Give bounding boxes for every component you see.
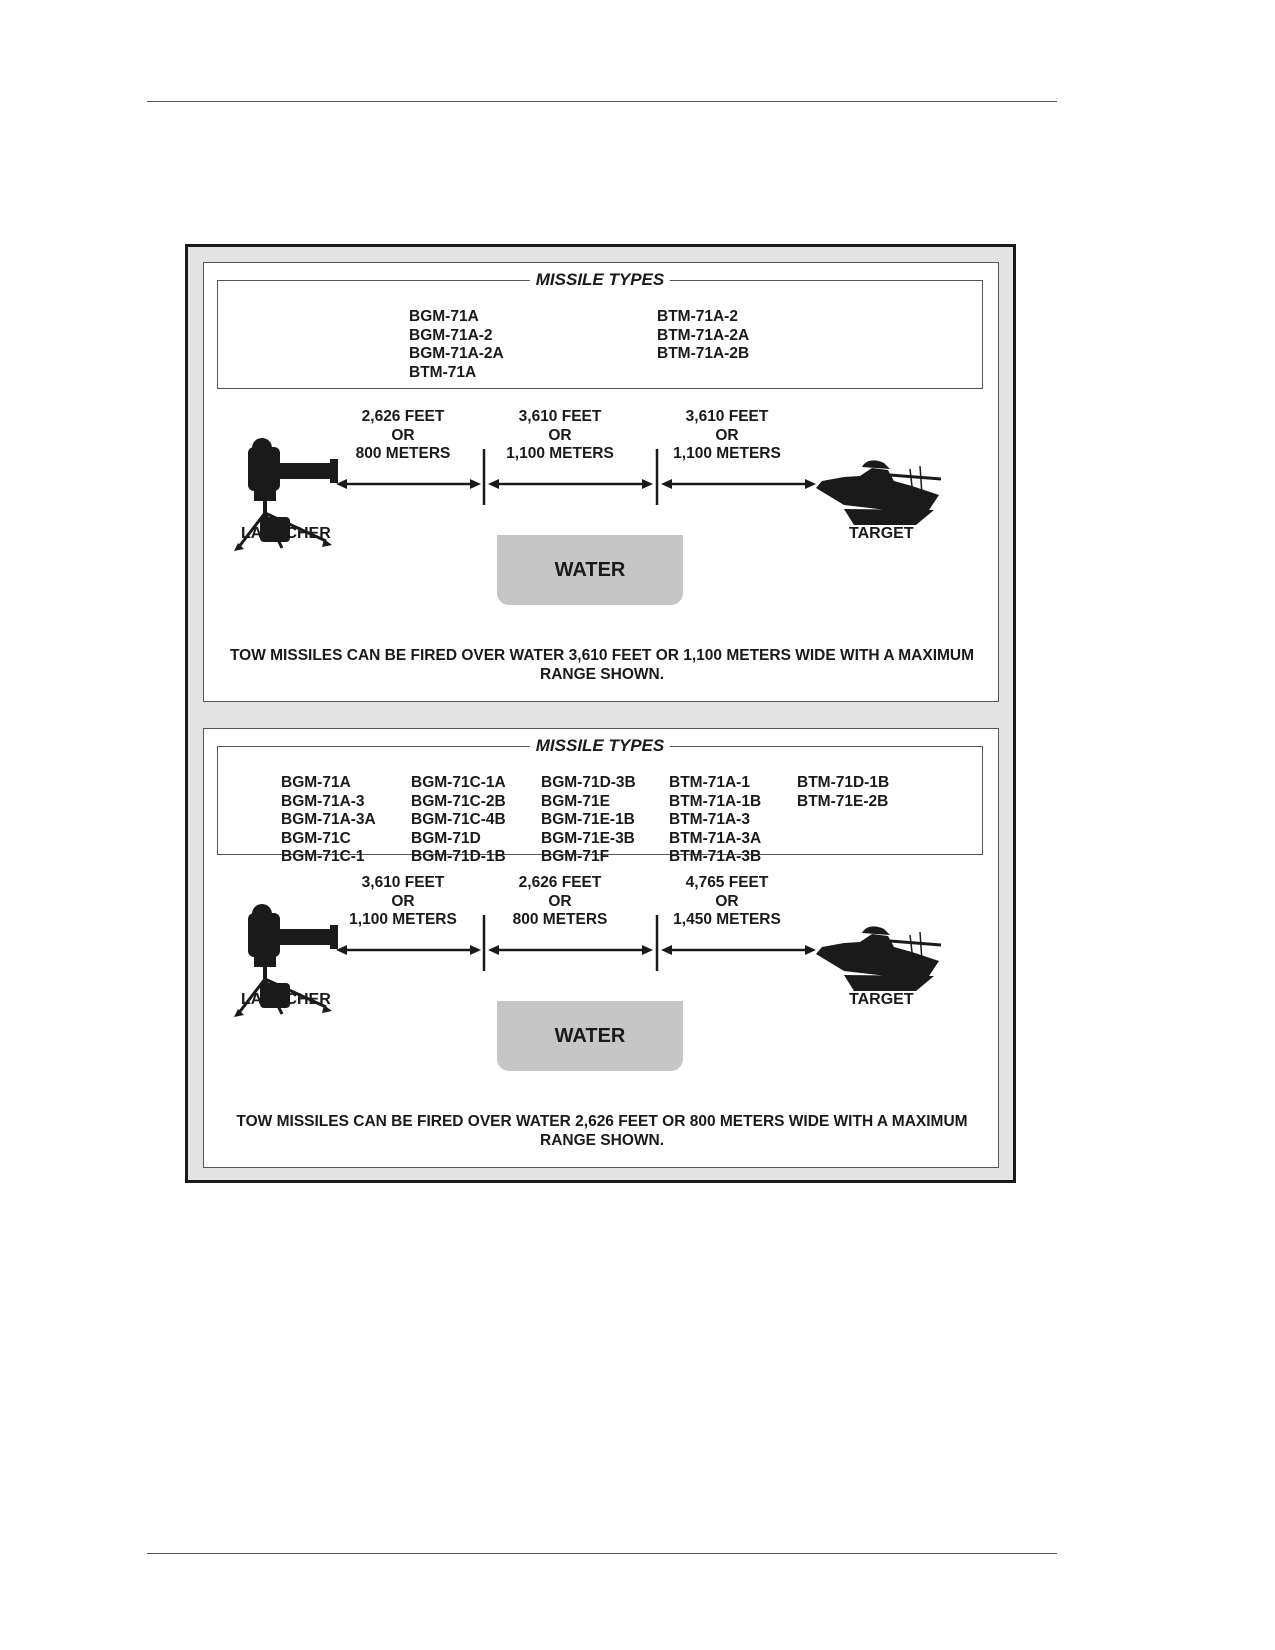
missile-type-item: BTM-71D-1B xyxy=(797,774,890,791)
missile-type-item: BTM-71A-3 xyxy=(669,811,750,828)
missile-type-item: BGM-71A-3 xyxy=(281,792,365,810)
missile-type-item: BGM-71E-3B xyxy=(541,829,635,847)
page-top-rule xyxy=(147,101,1057,102)
double-headed-arrow-icon xyxy=(336,479,481,489)
missile-type-item: BTM-71A-1B xyxy=(669,792,762,810)
water-block: WATER xyxy=(497,1001,683,1071)
missile-type-item: BGM-71A-2 xyxy=(409,326,493,344)
missile-type-item: BTM-71A-3B xyxy=(669,848,762,865)
tank-silhouette-icon xyxy=(816,926,942,991)
missile-type-item: BGM-71C-4B xyxy=(411,811,506,828)
double-headed-arrow-icon xyxy=(336,945,481,955)
missile-type-item: BGM-71C-1A xyxy=(411,774,506,791)
panel-caption: TOW MISSILES CAN BE FIRED OVER WATER 3,6… xyxy=(229,647,975,683)
missile-type-item: BTM-71A xyxy=(409,363,477,381)
target-label: TARGET xyxy=(849,525,914,542)
tow-launcher-silhouette-icon xyxy=(234,904,338,1017)
missile-type-item: BGM-71E xyxy=(541,792,610,810)
missile-type-item: BTM-71A-2B xyxy=(657,345,750,362)
target-label: TARGET xyxy=(849,991,914,1008)
water-block: WATER xyxy=(497,535,683,605)
missile-type-item: BGM-71C-1 xyxy=(281,848,365,865)
missile-type-item: BGM-71F xyxy=(541,848,610,865)
double-headed-arrow-icon xyxy=(661,945,816,955)
double-headed-arrow-icon xyxy=(661,479,816,489)
range-diagram-graphics xyxy=(234,904,942,1017)
water-label: WATER xyxy=(554,1024,626,1047)
missile-type-item: BGM-71D-3B xyxy=(541,774,636,791)
double-headed-arrow-icon xyxy=(488,945,653,955)
missile-type-item: BTM-71A-3A xyxy=(669,829,762,847)
missile-type-item: BGM-71C-2B xyxy=(411,792,506,810)
missile-type-item: BGM-71A xyxy=(281,774,351,791)
missile-type-item: BGM-71D-1B xyxy=(411,848,506,865)
missile-type-item: BGM-71D xyxy=(411,829,481,847)
missile-types-title: MISSILE TYPES xyxy=(529,269,671,291)
missile-type-item: BTM-71A-2 xyxy=(657,308,738,325)
missile-types-title: MISSILE TYPES xyxy=(529,735,671,757)
missile-type-item: BTM-71E-2B xyxy=(797,792,889,810)
page-bottom-rule xyxy=(147,1553,1057,1554)
launcher-label: LAUNCHER xyxy=(241,525,331,542)
water-label: WATER xyxy=(554,558,626,581)
double-headed-arrow-icon xyxy=(488,479,653,489)
panel-caption: TOW MISSILES CAN BE FIRED OVER WATER 2,6… xyxy=(236,1113,968,1149)
missile-type-item: BTM-71A-1 xyxy=(669,774,750,791)
tow-launcher-silhouette-icon xyxy=(234,438,338,551)
missile-type-item: BGM-71A xyxy=(409,308,479,325)
missile-type-item: BGM-71A-2A xyxy=(409,345,504,362)
tank-silhouette-icon xyxy=(816,460,942,525)
range-diagram-graphics xyxy=(234,438,942,551)
missile-type-item: BGM-71C xyxy=(281,829,351,847)
missile-type-item: BGM-71E-1B xyxy=(541,811,635,828)
launcher-label: LAUNCHER xyxy=(241,991,331,1008)
missile-type-item: BGM-71A-3A xyxy=(281,811,376,828)
missile-type-item: BTM-71A-2A xyxy=(657,326,750,344)
